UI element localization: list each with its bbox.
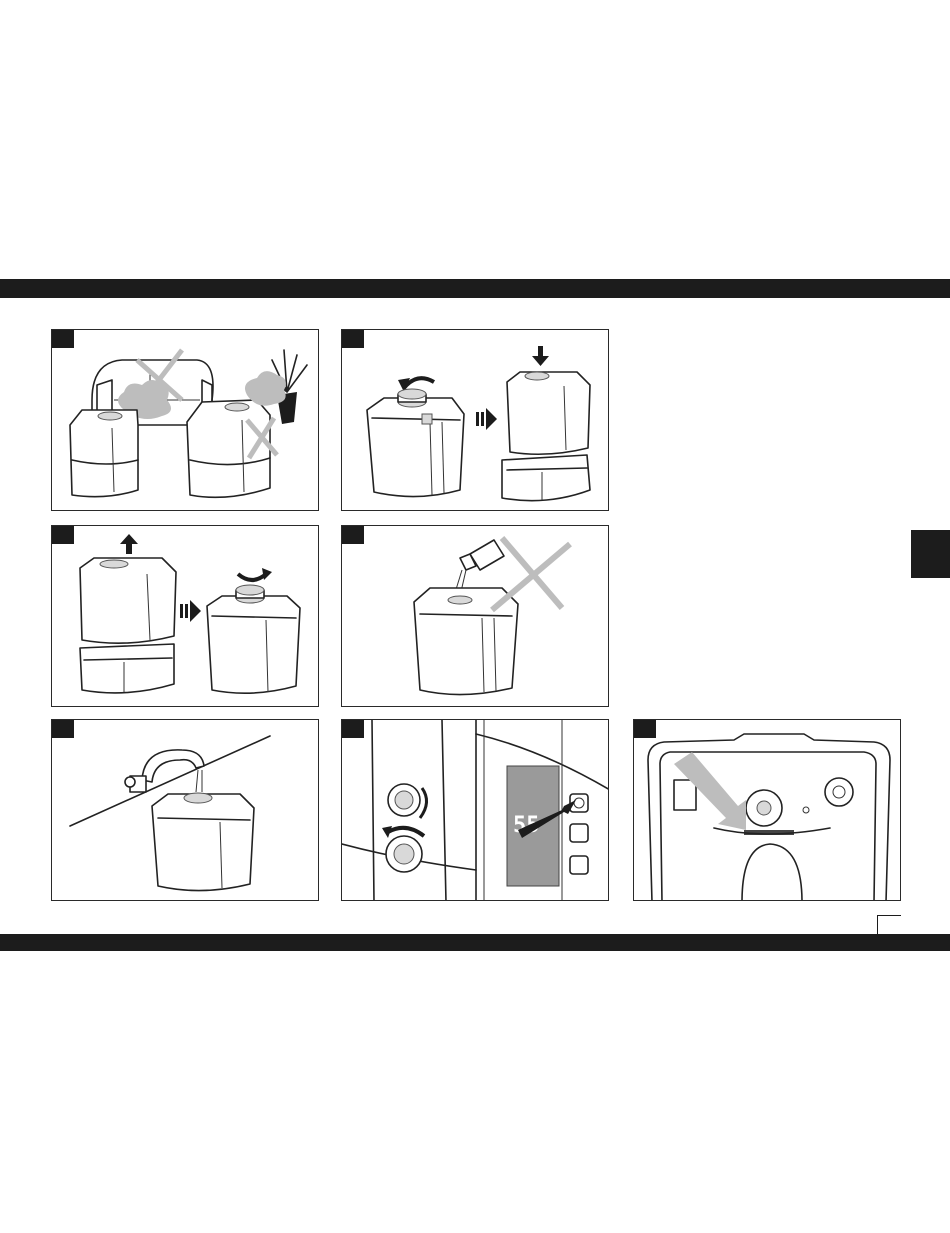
panel-base-underside [633,719,901,901]
knob-icon [388,784,427,818]
panel-insert-tank [341,329,609,511]
panel-controls: 55 [341,719,609,901]
panel-fill-water [51,719,319,901]
panel-remove-tank [51,525,319,707]
tank-icon [152,793,254,891]
top-band [0,279,950,298]
panel-placement [51,329,319,511]
tank-icon [207,585,300,693]
tank-icon [367,398,464,497]
cap-icon [398,389,426,407]
step-arrow-icon [180,600,201,622]
knob-icon [382,826,424,872]
up-arrow-icon [120,534,138,554]
humidifier-icon [70,410,138,497]
down-arrow-icon [532,346,549,366]
base-icon [80,644,174,693]
panel-no-additives [341,525,609,707]
step-arrow-icon [476,408,497,430]
mode-button[interactable] [570,856,588,874]
rotate-arrow-icon [238,568,272,580]
tank-icon [80,558,176,643]
timer-button[interactable] [570,824,588,842]
page-number-corner [877,915,901,934]
section-tab [911,530,950,578]
bottom-band [0,934,950,951]
cross-icon [492,538,570,610]
base-icon [502,455,590,501]
tank-icon [507,372,590,454]
